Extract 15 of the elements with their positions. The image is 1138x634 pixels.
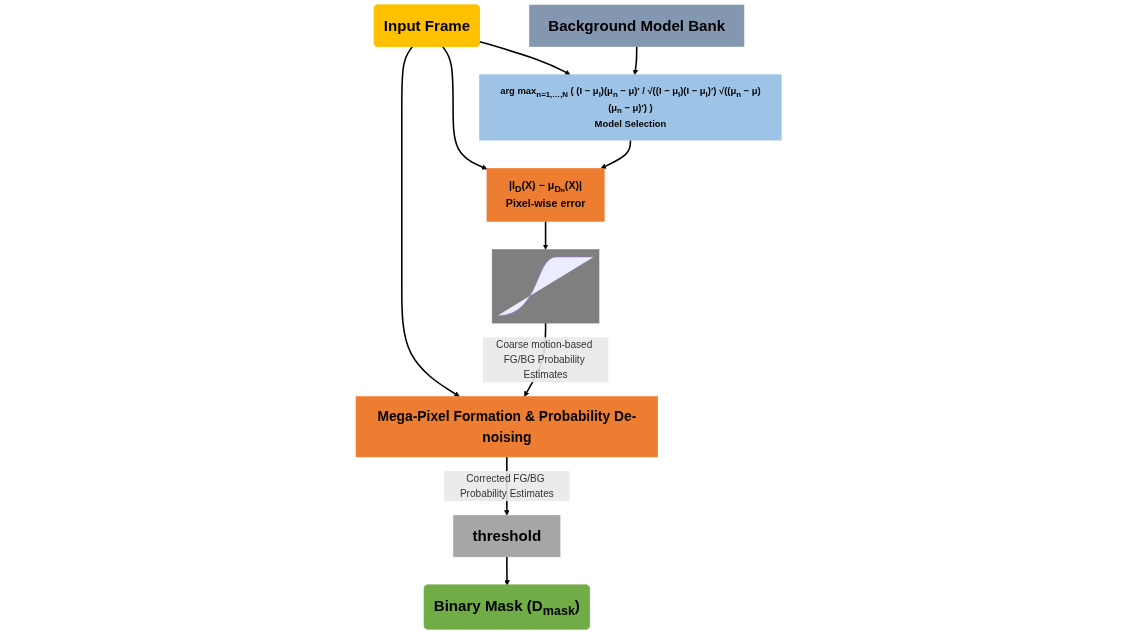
node-box: threshold: [453, 515, 561, 558]
arrow: [601, 139, 632, 169]
edge-label: Corrected FG/BG Probability Estimates: [460, 472, 555, 499]
edge-label: Coarse motion-based FG/BG Probability Estimates: [496, 339, 593, 380]
arrow: [633, 45, 639, 76]
node-box: Mega-Pixel Formation & Probability De-noising: [356, 396, 659, 458]
arrow: [401, 46, 461, 397]
node-box: |I$_{D}$(X) − μ$_{Dₙ}$(X)| Pixel-wise error: [487, 168, 605, 222]
arrow: [479, 40, 571, 76]
picture: [492, 249, 600, 324]
node-box: Background Model Bank: [529, 4, 745, 47]
arrow: [504, 556, 511, 586]
arrow: [543, 220, 549, 250]
node-box: arg max$_{n=1,…,N}$ ( (I − μ$_{I}$)(μ$_{n}$ − μ)′ / √((I − μ$_{I}$)(I − μ$_{I}$)′) √((μ$_{n}$ − μ)(μ$_{n}$ − μ)′) ) Model Selection: [479, 74, 782, 141]
arrow: [442, 46, 488, 170]
